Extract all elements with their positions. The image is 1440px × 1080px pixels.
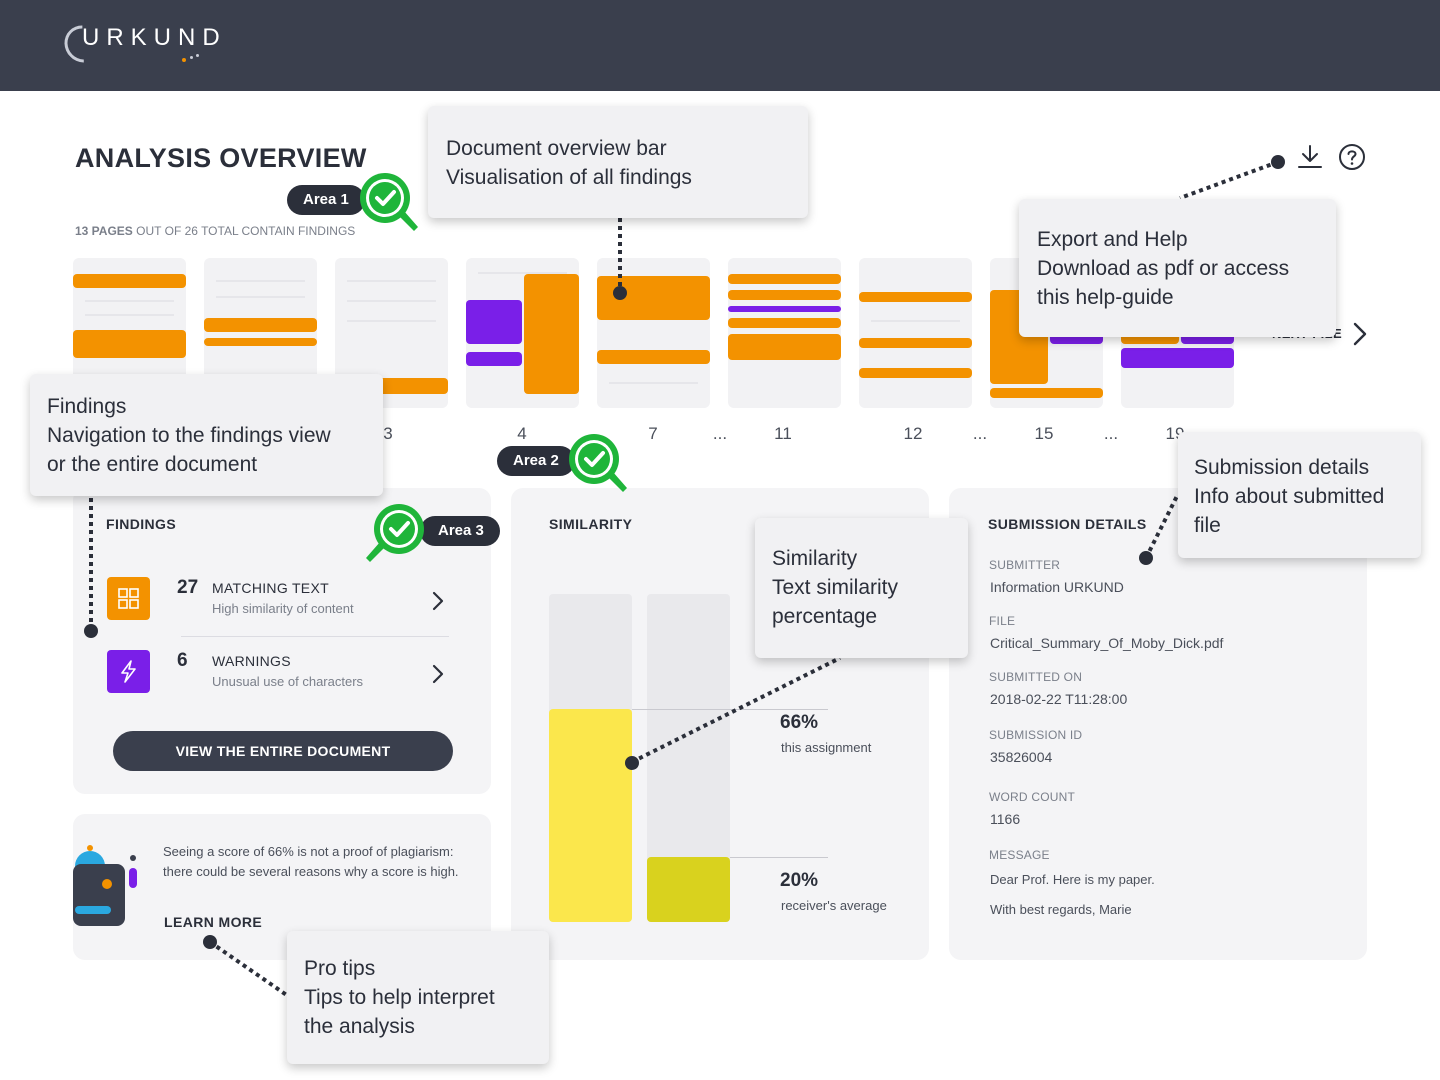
logo-text: URKUND (82, 24, 227, 51)
page-number: 4 (517, 424, 527, 443)
word-count-label: WORD COUNT (989, 790, 1075, 804)
page-number: 12 (903, 424, 923, 443)
check-icon (569, 434, 627, 492)
page-thumbnail[interactable] (466, 258, 579, 408)
submission-details-card (949, 488, 1367, 960)
page-ellipsis: ... (1103, 424, 1119, 443)
callout-body: Navigation to the findings view or the e… (47, 424, 331, 476)
page-thumbnail[interactable] (728, 258, 841, 408)
average-rule (730, 857, 828, 858)
finding-warnings[interactable]: 6 WARNINGS Unusual use of characters (107, 650, 457, 710)
page-number: 7 (648, 424, 658, 443)
file-value[interactable]: Critical_Summary_Of_Moby_Dick.pdf (990, 635, 1224, 651)
callout-title: Document overview bar (446, 137, 667, 160)
lightning-icon (107, 650, 150, 693)
page-title: ANALYSIS OVERVIEW (75, 143, 367, 173)
tip-text: Seeing a score of 66% is not a proof of … (163, 844, 459, 879)
average-percent: 20% (780, 870, 819, 891)
callout-title: Findings (47, 395, 127, 418)
finding-description: Unusual use of characters (212, 674, 364, 689)
assignment-bar (549, 709, 632, 922)
file-label: FILE (989, 614, 1016, 628)
grid-icon (107, 577, 150, 620)
help-icon[interactable] (1338, 143, 1366, 171)
callout-body: Tips to help interpret the analysis (304, 986, 495, 1038)
header-actions (1296, 143, 1376, 173)
submitted-on-label: SUBMITTED ON (989, 670, 1083, 684)
callout-title: Submission details (1194, 456, 1370, 479)
callout-pro-tips: Pro tips Tips to help interpret the anal… (287, 931, 549, 1064)
page-thumbnail[interactable] (597, 258, 710, 408)
average-caption: receiver's average (781, 898, 887, 913)
submission-id-label: SUBMISSION ID (989, 728, 1083, 742)
submission-id-value: 35826004 (990, 749, 1053, 765)
findings-title: FINDINGS (106, 516, 177, 532)
similarity-title: SIMILARITY (549, 516, 633, 532)
callout-body: Text similarity percentage (772, 576, 899, 628)
submitter-value: Information URKUND (990, 579, 1124, 595)
finding-count: 6 (177, 650, 188, 671)
callout-title: Pro tips (304, 957, 376, 980)
check-icon (360, 173, 418, 231)
area-2-tag: Area 2 (497, 446, 575, 476)
message-value: Dear Prof. Here is my paper. (990, 872, 1155, 887)
assignment-caption: this assignment (781, 740, 872, 755)
document-overview-bar (73, 258, 1243, 410)
finding-label: MATCHING TEXT (212, 580, 329, 596)
callout-title: Export and Help (1037, 228, 1188, 251)
callout-submission-details: Submission details Info about submitted … (1178, 432, 1421, 558)
findings-divider (181, 636, 449, 637)
finding-label: WARNINGS (212, 653, 291, 669)
callout-title: Similarity (772, 547, 858, 570)
callout-document-overview: Document overview bar Visualisation of a… (428, 106, 808, 218)
callout-body: Visualisation of all findings (446, 166, 692, 189)
assignment-percent: 66% (780, 712, 819, 733)
page-number: 3 (383, 424, 393, 443)
message-signoff: With best regards, Marie (990, 902, 1132, 917)
submitter-label: SUBMITTER (989, 558, 1061, 572)
chevron-right-icon[interactable] (1350, 320, 1370, 348)
view-entire-document-button[interactable]: VIEW THE ENTIRE DOCUMENT (113, 731, 453, 771)
app-header: URKUND (0, 0, 1440, 91)
page-ellipsis: ... (712, 424, 728, 443)
callout-body: Info about submitted file (1194, 485, 1385, 537)
submitted-on-value: 2018-02-22 T11:28:00 (990, 691, 1128, 707)
page-thumbnail[interactable] (859, 258, 972, 408)
chevron-right-icon[interactable] (430, 589, 446, 613)
check-icon (366, 504, 424, 562)
pages-count: 13 PAGES (75, 224, 133, 238)
callout-export-help: Export and Help Download as pdf or acces… (1019, 199, 1336, 337)
submission-title: SUBMISSION DETAILS (988, 516, 1147, 532)
pages-total: OUT OF 26 TOTAL CONTAIN FINDINGS (136, 224, 356, 238)
pages-summary: 13 PAGES OUT OF 26 TOTAL CONTAIN FINDING… (75, 224, 355, 238)
page-number: 15 (1034, 424, 1054, 443)
word-count-value: 1166 (990, 811, 1021, 827)
finding-count: 27 (177, 577, 199, 598)
robot-icon (73, 845, 137, 926)
finding-matching-text[interactable]: 27 MATCHING TEXT High similarity of cont… (107, 577, 457, 637)
assignment-rule (632, 709, 828, 710)
download-icon[interactable] (1296, 143, 1324, 171)
page-ellipsis: ... (972, 424, 988, 443)
logo-dots (122, 54, 202, 64)
callout-findings: Findings Navigation to the findings view… (30, 374, 383, 496)
area-1-tag: Area 1 (287, 185, 365, 215)
callout-similarity: Similarity Text similarity percentage (755, 518, 968, 658)
page-number: 11 (774, 424, 792, 443)
callout-body: Download as pdf or access this help-guid… (1037, 257, 1290, 309)
learn-more-link[interactable]: LEARN MORE (164, 914, 263, 930)
average-bar (647, 857, 730, 922)
chevron-right-icon[interactable] (430, 662, 446, 686)
area-3-tag: Area 3 (420, 516, 500, 546)
finding-description: High similarity of content (212, 601, 354, 616)
message-label: MESSAGE (989, 848, 1050, 862)
